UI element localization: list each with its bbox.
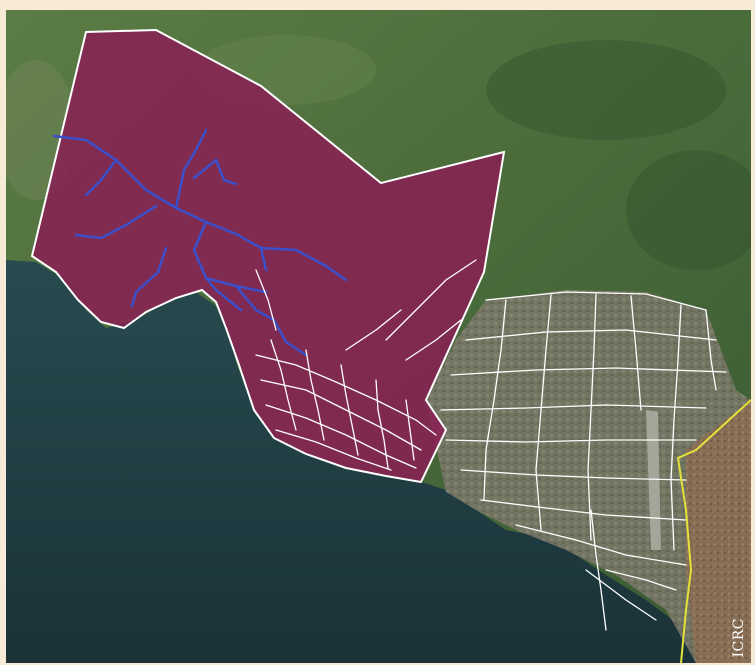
highlighted-zone <box>30 28 506 484</box>
satellite-map <box>6 10 751 663</box>
border-line <box>676 399 751 663</box>
urban-area-far-east <box>686 400 751 663</box>
existing-roads-west <box>255 259 477 471</box>
airstrip <box>646 410 661 550</box>
lake-water <box>6 260 696 663</box>
existing-roads-east <box>440 291 727 631</box>
map-frame: ICRC <box>6 10 751 663</box>
planned-roads <box>52 128 348 357</box>
vegetation-texture <box>6 35 751 270</box>
credit-label: ICRC <box>731 617 747 658</box>
